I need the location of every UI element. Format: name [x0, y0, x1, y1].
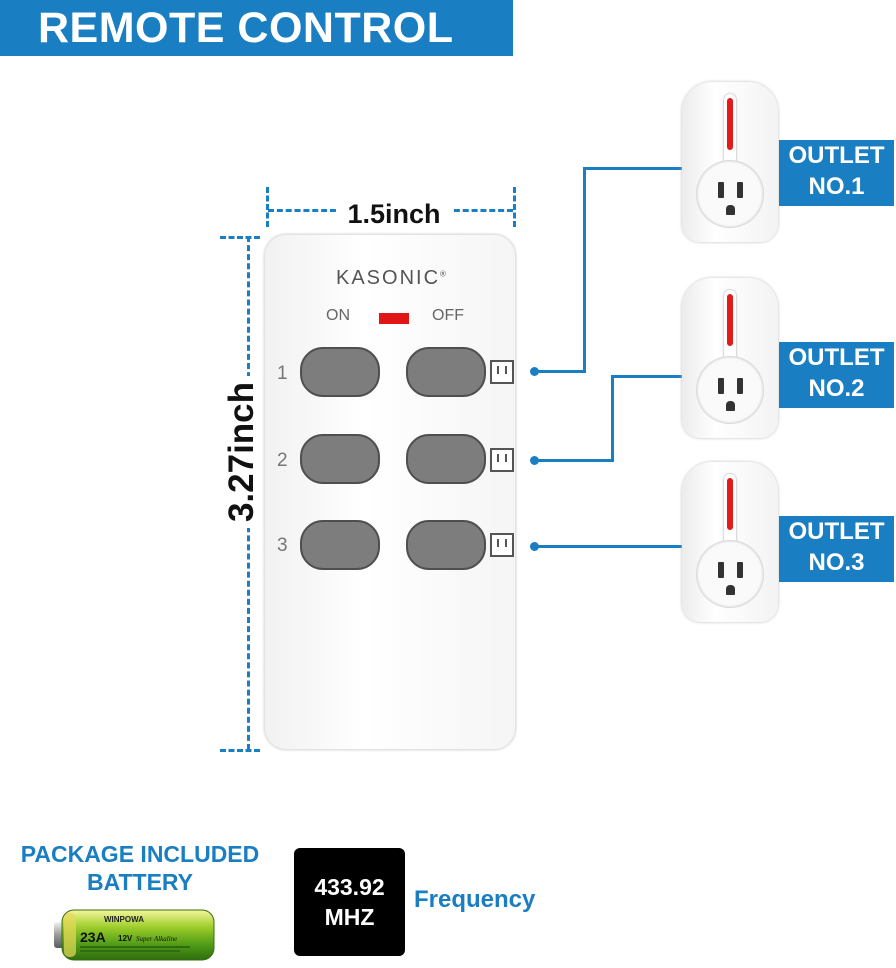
- wire-1: [583, 167, 586, 373]
- indicator-led: [379, 313, 409, 324]
- wire-3: [535, 545, 683, 548]
- on-label: ON: [326, 307, 350, 324]
- height-dimension-tick-bottom: [220, 749, 260, 752]
- connector-dot-1: [530, 367, 539, 376]
- wire-2: [535, 459, 613, 462]
- outlet-plug-3: [682, 462, 778, 622]
- frequency-badge: 433.92 MHZ: [294, 848, 405, 956]
- width-label: 1.5inch: [336, 198, 452, 230]
- off-label: OFF: [432, 307, 464, 324]
- battery-voltage: 12V: [118, 934, 133, 943]
- outlet-icon: [490, 448, 514, 472]
- row-number-3: 3: [277, 535, 288, 556]
- battery-model: 23A: [80, 929, 106, 945]
- row-number-1: 1: [277, 363, 288, 384]
- width-dimension-tick-left: [266, 187, 269, 227]
- connector-dot-2: [530, 456, 539, 465]
- remote-control: [264, 234, 516, 750]
- height-label: 3.27inch: [222, 302, 262, 602]
- battery-image: WINPOWA 23A 12V Super Alkaline: [54, 909, 215, 961]
- on-button-1[interactable]: [300, 347, 380, 397]
- outlet-icon: [490, 533, 514, 557]
- battery-type: Super Alkaline: [136, 935, 177, 943]
- outlet-plug-1: [682, 82, 778, 242]
- height-dimension-tick-top: [220, 236, 260, 239]
- battery-brand: WINPOWA: [104, 915, 144, 924]
- page-title: REMOTE CONTROL: [0, 0, 513, 56]
- wire-1: [535, 370, 585, 373]
- connector-dot-3: [530, 542, 539, 551]
- on-button-3[interactable]: [300, 520, 380, 570]
- wire-1: [583, 167, 683, 170]
- width-dimension-tick-right: [513, 187, 516, 227]
- wire-2: [611, 375, 683, 378]
- off-button-1[interactable]: [406, 347, 486, 397]
- outlet-plug-2: [682, 278, 778, 438]
- outlet-icon: [490, 360, 514, 384]
- off-button-2[interactable]: [406, 434, 486, 484]
- row-number-2: 2: [277, 450, 288, 471]
- off-button-3[interactable]: [406, 520, 486, 570]
- brand-logo: KASONIC®: [336, 267, 448, 289]
- frequency-label: Frequency: [414, 886, 536, 913]
- on-button-2[interactable]: [300, 434, 380, 484]
- wire-2: [611, 375, 614, 462]
